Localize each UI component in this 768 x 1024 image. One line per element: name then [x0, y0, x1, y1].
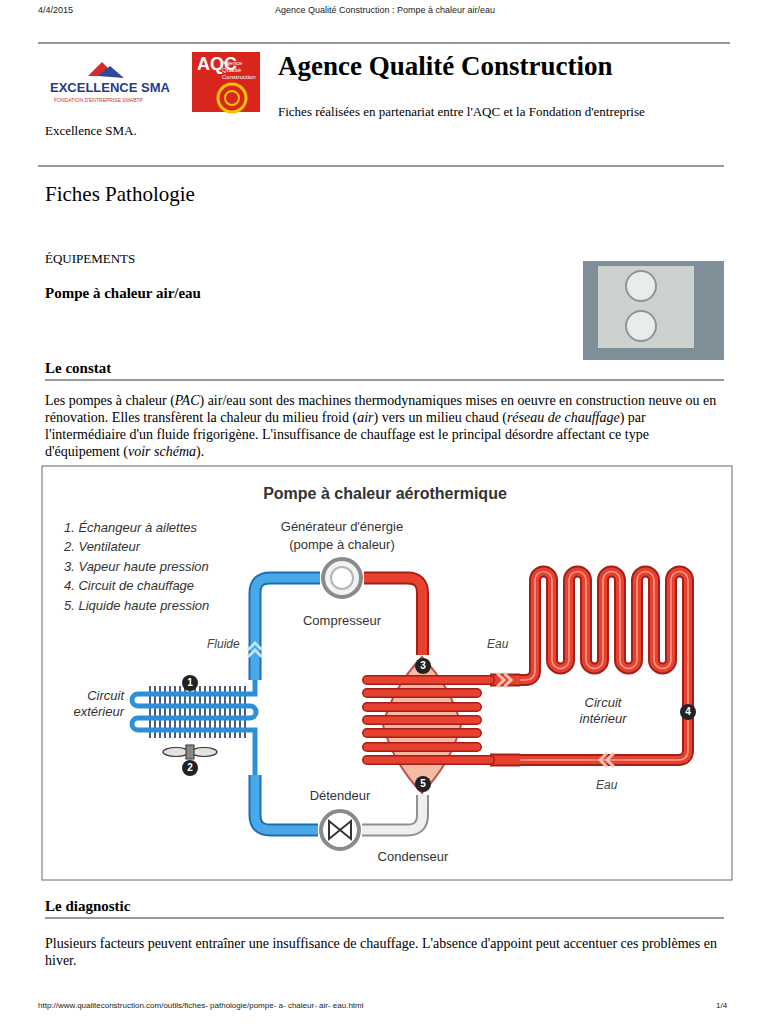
header-date: 4/4/2015	[38, 5, 73, 15]
node-label: Circuit extérieur	[60, 688, 124, 720]
paragraph-text: voir schéma	[128, 444, 196, 459]
section-heading: Le diagnostic	[45, 898, 130, 915]
section-rule	[38, 166, 724, 167]
flow-label: Eau	[487, 637, 508, 651]
paragraph-text: Plusieurs facteurs peuvent entraîner une…	[45, 935, 717, 969]
aqc-logo	[192, 52, 260, 112]
logo-swirl	[225, 91, 239, 105]
fan-grille	[626, 271, 656, 301]
paragraph-text: PAC	[175, 393, 200, 408]
paragraph-text: ) vers un milieu chaud (	[374, 410, 507, 425]
header-title: Agence Qualité Construction : Pompe à ch…	[220, 5, 550, 15]
compressor-symbol	[320, 556, 364, 600]
compressor-node: Générateur d'énergie (pompe à chaleur)Co…	[320, 556, 364, 600]
photo-background	[583, 261, 724, 360]
diagram-frame	[42, 466, 732, 880]
section-rule	[45, 918, 724, 919]
site-heading: Agence Qualité Construction	[278, 51, 612, 82]
pipe-stroke	[255, 775, 318, 830]
sma-logo	[48, 56, 170, 112]
key-entry: 3. Vapeur haute pression	[64, 559, 209, 574]
callout-number: 1	[182, 675, 198, 691]
indoor-circuit-node: Circuit intérieur	[520, 560, 700, 775]
key-entry: 1. Échangeur à ailettes	[64, 520, 197, 535]
flow-label: Fluide	[207, 637, 240, 651]
callout-number: 3	[415, 658, 431, 674]
logo-text: EXCELLENCE SMA	[50, 80, 170, 95]
outdoor-unit-photo	[583, 261, 724, 360]
pipe-connector	[255, 578, 320, 680]
section-heading: Le constat	[45, 360, 111, 377]
key-entry: 4. Circuit de chauffage	[64, 578, 194, 593]
fan-grille	[626, 311, 656, 341]
pipe-stroke	[255, 578, 320, 680]
logo-background	[48, 56, 170, 112]
logo-subtext: Agence Qualité Construction	[222, 60, 258, 81]
page-number: 1/4	[716, 1001, 727, 1010]
node-heading: Générateur d'énergie (pompe à chaleur)	[274, 518, 410, 554]
callout-number: 4	[680, 704, 696, 720]
diagram-title: Pompe à chaleur aérothermique	[40, 485, 730, 503]
category-label: ÉQUIPEMENTS	[45, 251, 135, 267]
pipe-stroke	[255, 775, 318, 830]
pipe-connector	[255, 775, 318, 830]
logo-subtext: FONDATION D'ENTREPRISE SMABTP	[54, 97, 143, 103]
node-label: Circuit intérieur	[570, 695, 636, 727]
heat-exchanger-symbol	[355, 655, 490, 795]
pipe-stroke	[255, 578, 320, 680]
paragraph-text: air	[357, 410, 373, 425]
callout-number: 5	[415, 776, 431, 792]
paragraph-text: réseau de chauffage	[507, 410, 620, 425]
heating-circuit-symbol	[520, 560, 700, 775]
callout-number: 2	[182, 760, 198, 776]
section-heading: Fiches Pathologie	[45, 182, 195, 207]
pipe-stroke	[362, 795, 423, 830]
sheet-title: Pompe à chaleur air/eau	[45, 285, 201, 302]
pipe-connector	[362, 795, 423, 830]
site-subheading: Fiches réalisées en partenariat entre l'…	[278, 104, 645, 120]
key-entry: 2. Ventilateur	[64, 539, 140, 554]
logo-roof	[98, 66, 124, 78]
paragraph-text: Les pompes à chaleur (	[45, 393, 175, 408]
pipe-stroke	[362, 795, 423, 830]
node-label: Condenseur	[355, 848, 471, 866]
valve-symbol	[318, 808, 362, 852]
key-entry: 5. Liquide haute pression	[64, 598, 209, 613]
expansion-valve-node: Détendeur	[318, 808, 362, 852]
outdoor-circuit-node: Circuit extérieur	[60, 680, 262, 775]
logo-swirl	[218, 84, 246, 112]
flow-label: Eau	[596, 778, 617, 792]
header-rule	[38, 43, 730, 44]
section-rule	[45, 380, 724, 381]
paragraph: Les pompes à chaleur (PAC) air/eau sont …	[45, 392, 717, 460]
node-label: Compresseur	[290, 612, 394, 630]
condenser-node: Condenseur	[355, 655, 490, 795]
footer-url: http://www.qualiteconstruction.com/outil…	[38, 1001, 364, 1010]
paragraph-text: ).	[196, 444, 204, 459]
site-subheading: Excellence SMA.	[45, 123, 137, 139]
unit-casing	[598, 266, 694, 348]
node-label: Détendeur	[288, 787, 392, 805]
logo-background	[192, 52, 260, 112]
